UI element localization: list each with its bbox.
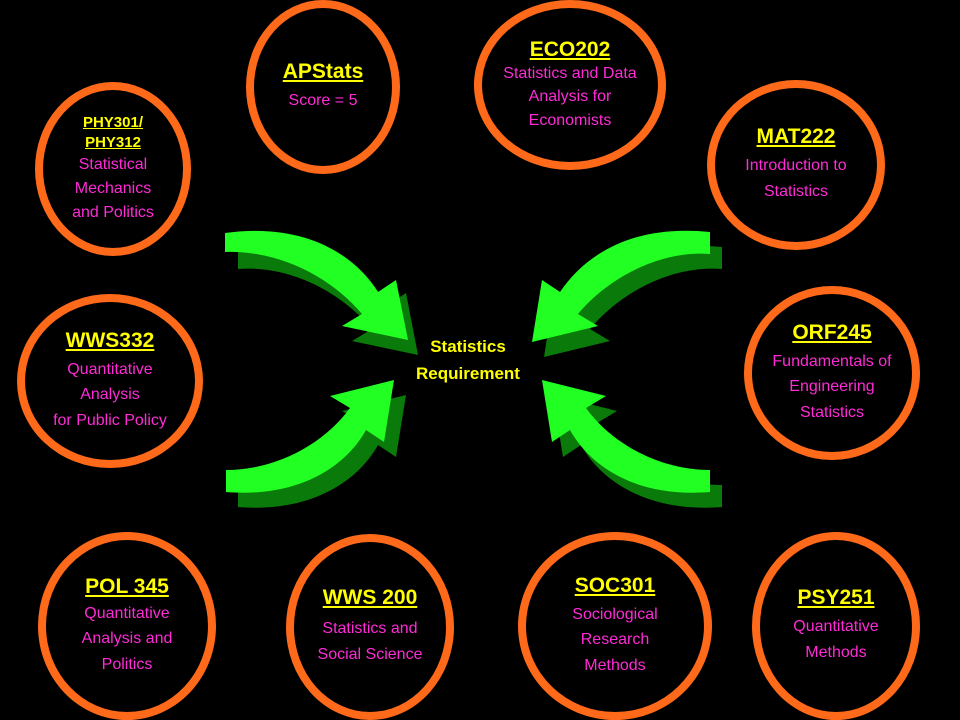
arrow-bottom-left xyxy=(226,380,406,508)
course-node-psy: PSY251 Quantitative Methods xyxy=(752,532,920,720)
course-desc: Statistics and Social Science xyxy=(317,620,423,664)
course-code: WWS 200 xyxy=(322,586,418,610)
course-node-pol: POL 345 Quantitative Analysis and Politi… xyxy=(38,532,216,720)
center-label-line: Statistics xyxy=(430,337,506,356)
course-desc: Introduction to Statistics xyxy=(745,157,847,201)
center-label-line: Requirement xyxy=(416,364,520,384)
course-node-apstats: APStats Score = 5 xyxy=(246,0,400,174)
course-node-soc: SOC301 Sociological Research Methods xyxy=(518,532,712,720)
course-code: ECO202 xyxy=(529,38,611,62)
course-code: PHY301/ xyxy=(82,113,144,131)
course-code: PHY312 xyxy=(85,134,141,151)
course-desc: Statistics and Data Analysis for Economi… xyxy=(503,65,637,129)
arrow-top-left xyxy=(225,230,418,355)
course-node-mat: MAT222 Introduction to Statistics xyxy=(707,80,885,250)
course-node-orf: ORF245 Fundamentals of Engineering Stati… xyxy=(744,286,920,460)
course-desc: Statistical Mechanics and Politics xyxy=(72,156,154,222)
course-node-wws200: WWS 200 Statistics and Social Science xyxy=(286,534,454,720)
arrow-bottom-right xyxy=(542,380,722,508)
course-code: POL 345 xyxy=(85,574,169,598)
course-node-eco: ECO202 Statistics and Data Analysis for … xyxy=(474,0,666,170)
course-code: PSY251 xyxy=(797,586,875,610)
course-code: APStats xyxy=(282,60,364,84)
course-desc: Score = 5 xyxy=(288,92,358,110)
course-desc: Quantitative Methods xyxy=(793,618,879,662)
course-code: MAT222 xyxy=(756,125,836,149)
course-node-phy: PHY301/ PHY312 Statistical Mechanics and… xyxy=(35,82,191,256)
course-desc: Quantitative Analysis for Public Policy xyxy=(53,360,167,429)
arrow-top-right xyxy=(532,230,722,357)
course-node-wws332: WWS332 Quantitative Analysis for Public … xyxy=(17,294,203,468)
course-desc: Quantitative Analysis and Politics xyxy=(81,604,173,673)
center-label: Statistics Requirement xyxy=(378,333,558,387)
course-code: SOC301 xyxy=(574,573,656,597)
course-code: ORF245 xyxy=(792,320,872,344)
course-desc: Sociological Research Methods xyxy=(572,605,658,674)
course-code: WWS332 xyxy=(65,328,155,352)
course-desc: Fundamentals of Engineering Statistics xyxy=(772,352,892,421)
